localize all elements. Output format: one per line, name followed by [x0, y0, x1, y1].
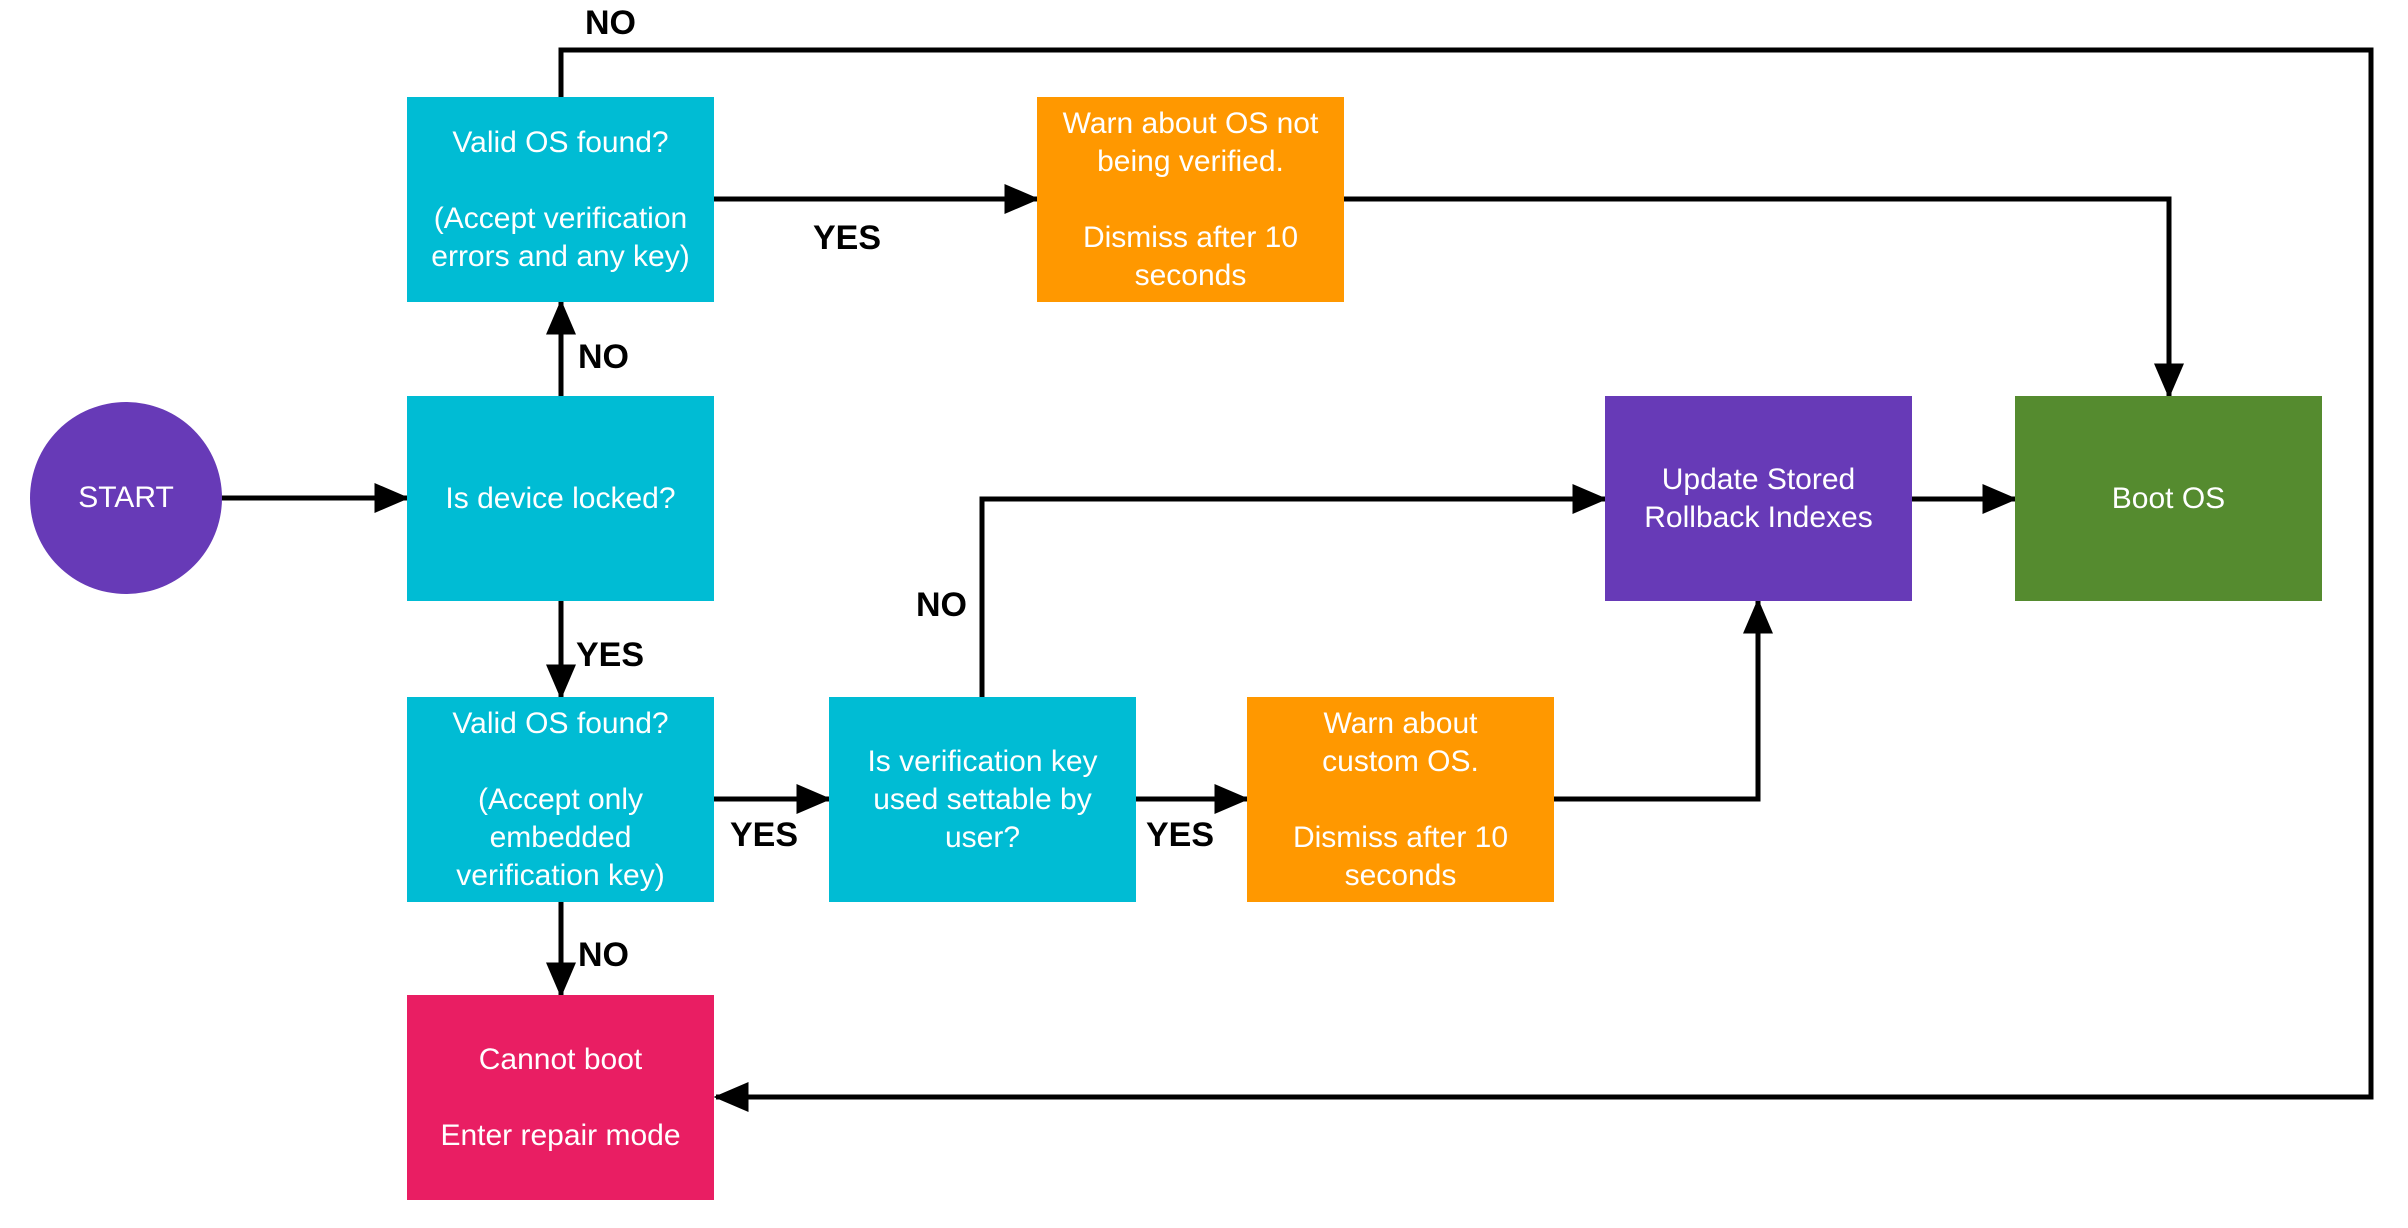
node-warn-os-not-verified: Warn about OS not being verified. Dismis… [1037, 97, 1344, 302]
edge-label-no-locked-up: NO [578, 338, 629, 376]
node-warn-custom-os: Warn about custom OS. Dismiss after 10 s… [1247, 697, 1554, 902]
node-is-verification-key-settable: Is verification key used settable by use… [829, 697, 1136, 902]
edge-label-no-key-settable: NO [916, 586, 967, 624]
edge-validany-no-loop [558, 47, 2374, 1112]
node-start: START [30, 402, 222, 594]
node-boot-os: Boot OS [2015, 396, 2322, 601]
node-update-stored-rollback-indexes: Update Stored Rollback Indexes [1605, 396, 1912, 601]
edge-key-no-to-rollback [979, 484, 1608, 697]
edge-warncustom-to-rollback [1554, 598, 1773, 802]
node-valid-os-any-key: Valid OS found? (Accept verification err… [407, 97, 714, 302]
edge-label-yes-locked-down: YES [576, 636, 645, 674]
node-valid-os-embedded-key: Valid OS found? (Accept only embedded ve… [407, 697, 714, 902]
edge-label-no-embedded: NO [578, 936, 629, 974]
edge-label-no-top-loop: NO [585, 4, 636, 42]
node-is-device-locked: Is device locked? [407, 396, 714, 601]
edge-label-yes-valid-any: YES [813, 219, 882, 257]
node-cannot-boot: Cannot boot Enter repair mode [407, 995, 714, 1200]
edge-label-yes-key: YES [1146, 816, 1215, 854]
edge-warn-to-bootos [1344, 196, 2184, 399]
edge-label-yes-embedded: YES [730, 816, 799, 854]
